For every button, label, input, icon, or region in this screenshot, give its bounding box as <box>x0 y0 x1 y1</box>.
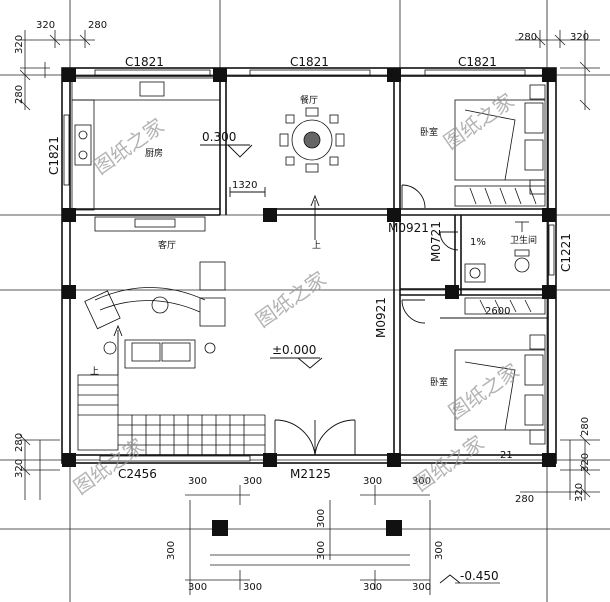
dim-280-top-left: 280 <box>88 20 107 31</box>
dim-porch: 300 <box>243 476 262 487</box>
toilet-icon <box>464 221 530 283</box>
window-c1821-left: C1821 <box>47 136 61 175</box>
bed-icon <box>454 84 546 195</box>
dim-porch: 300 <box>363 582 382 593</box>
dim-porch: 300 <box>166 541 177 560</box>
level-outside: -0.450 <box>460 569 499 583</box>
dim-320-right: 320 <box>580 453 591 472</box>
dim-porch: 300 <box>363 476 382 487</box>
dim-320-left: 320 <box>14 35 25 54</box>
columns <box>62 68 556 536</box>
door-m2125: M2125 <box>290 467 331 481</box>
dim-porch: 300 <box>316 509 327 528</box>
window-c1821: C1821 <box>290 55 329 69</box>
stair-up-label: 上 <box>90 366 99 377</box>
wardrobe <box>454 185 546 315</box>
dim-320-bottom-right: 320 <box>574 483 585 502</box>
dim-porch: 300 <box>412 582 431 593</box>
level-living: ±0.000 <box>272 343 316 357</box>
room-bathroom: 卫生间 <box>510 234 537 246</box>
door-m0721: M0721 <box>429 221 443 262</box>
stairs <box>77 374 266 455</box>
dim-280-left: 280 <box>14 85 25 104</box>
level-kitchen: 0.300 <box>202 130 236 144</box>
dim-320-top-right: 320 <box>570 32 589 43</box>
dim-280-top-right: 280 <box>518 32 537 43</box>
bed-icon <box>454 334 546 445</box>
dim-280-bottom-left: 280 <box>14 433 25 452</box>
dim-porch: 300 <box>188 582 207 593</box>
watermark: 图纸之家 <box>251 267 330 333</box>
doors <box>274 184 459 456</box>
tv-cabinet <box>94 216 206 232</box>
partial-label: 21 <box>500 450 513 461</box>
door-m0921: M0921 <box>388 221 429 235</box>
window-c1821: C1821 <box>458 55 497 69</box>
watermark: 图纸之家 <box>439 89 518 155</box>
labels: 320 280 280 320 320 280 280 320 280 320 … <box>14 20 591 593</box>
dim-320-bottom-left: 320 <box>14 459 25 478</box>
dim-320-top-left: 320 <box>36 20 55 31</box>
windows <box>63 69 555 462</box>
dim-porch: 300 <box>243 582 262 593</box>
dim-2600: 2600 <box>485 306 510 317</box>
dim-porch: 300 <box>316 541 327 560</box>
dim-porch: 300 <box>188 476 207 487</box>
window-c2456: C2456 <box>118 467 157 481</box>
dim-1320: 1320 <box>232 180 257 191</box>
room-kitchen: 厨房 <box>145 147 163 159</box>
room-dining: 餐厅 <box>300 94 318 106</box>
dim-280-right: 280 <box>580 417 591 436</box>
slope-label: 1% <box>470 237 486 248</box>
dim-porch: 300 <box>434 541 445 560</box>
door-m0921: M0921 <box>374 297 388 338</box>
room-bedroom: 卧室 <box>430 376 448 388</box>
kitchen-counter <box>71 77 221 211</box>
window-c1221: C1221 <box>559 233 573 272</box>
sofa-set-icon <box>84 261 226 369</box>
dim-porch: 300 <box>412 476 431 487</box>
dim-280-bottom-right: 280 <box>515 494 534 505</box>
stair-up-label: 上 <box>312 240 321 251</box>
level-markers <box>113 144 548 584</box>
walls <box>61 67 557 464</box>
dining-table-icon <box>279 107 345 173</box>
window-c1821: C1821 <box>125 55 164 69</box>
room-living: 客厅 <box>158 239 176 251</box>
watermark: 图纸之家 <box>89 114 168 180</box>
room-bedroom: 卧室 <box>420 126 438 138</box>
